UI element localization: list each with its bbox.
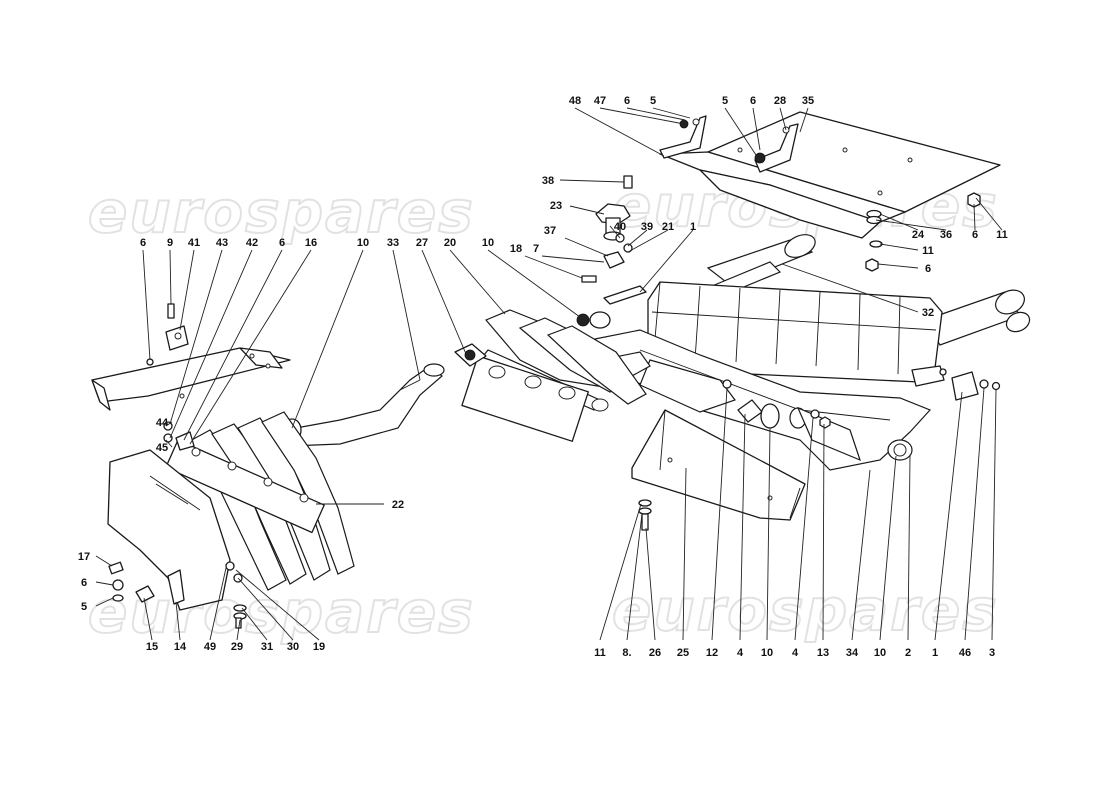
- manifold-20: [461, 309, 651, 442]
- callout-22: 22: [392, 499, 404, 511]
- manifold-22: [165, 411, 355, 591]
- callout-10: 10: [482, 237, 494, 249]
- bracket-47: [659, 115, 707, 159]
- callout-5: 5: [650, 95, 656, 107]
- callout-5: 5: [722, 95, 728, 107]
- callout-1: 1: [932, 647, 938, 659]
- callout-17: 17: [78, 551, 90, 563]
- rubber-mount-23: [581, 175, 633, 283]
- callout-20: 20: [444, 237, 456, 249]
- callout-8: 8.: [622, 647, 631, 659]
- callout-36: 36: [940, 229, 952, 241]
- callout-10: 10: [357, 237, 369, 249]
- callout-49: 49: [204, 641, 216, 653]
- callout-45: 45: [156, 442, 168, 454]
- callout-24: 24: [912, 229, 925, 241]
- hanger-bracket-1: [603, 285, 647, 305]
- tailpipe-right-32: [924, 289, 1031, 346]
- callout-18: 18: [510, 243, 522, 255]
- callout-46: 46: [959, 647, 971, 659]
- callout-38: 38: [542, 175, 554, 187]
- intermediate-pipe: [639, 359, 861, 462]
- callout-4: 4: [737, 647, 744, 659]
- callout-6: 6: [140, 237, 146, 249]
- callout-48: 48: [569, 95, 581, 107]
- callout-10: 10: [874, 647, 886, 659]
- callout-25: 25: [677, 647, 689, 659]
- callout-31: 31: [261, 641, 273, 653]
- callout-35: 35: [802, 95, 814, 107]
- callout-41: 41: [188, 237, 200, 249]
- pipe-33: [284, 363, 445, 447]
- heat-shield-35: [659, 111, 1001, 239]
- watermark-top-left: eurospares: [88, 178, 475, 246]
- callout-16: 16: [305, 237, 317, 249]
- callout-28: 28: [774, 95, 786, 107]
- callout-6: 6: [750, 95, 756, 107]
- callout-19: 19: [313, 641, 325, 653]
- callout-6: 6: [925, 263, 931, 275]
- callout-27: 27: [416, 237, 428, 249]
- callout-26: 26: [649, 647, 661, 659]
- callout-9: 9: [167, 237, 173, 249]
- hardware-shield-right: [865, 192, 981, 272]
- callout-33: 33: [387, 237, 399, 249]
- callout-32: 32: [922, 307, 934, 319]
- callout-6: 6: [624, 95, 630, 107]
- callout-12: 12: [706, 647, 718, 659]
- callout-labels: 48 47 6 5 5 6 28 35 38 23 40 39 21 1 37 …: [78, 95, 1008, 659]
- callout-7: 7: [533, 243, 539, 255]
- callout-47: 47: [594, 95, 606, 107]
- callout-30: 30: [287, 641, 299, 653]
- heat-shield-25: [631, 409, 806, 521]
- callout-43: 43: [216, 237, 228, 249]
- callout-3: 3: [989, 647, 995, 659]
- callout-39: 39: [641, 221, 653, 233]
- leader-lines: [95, 107, 1003, 641]
- callout-15: 15: [146, 641, 158, 653]
- callout-4: 4: [792, 647, 799, 659]
- callout-29: 29: [231, 641, 243, 653]
- callout-42: 42: [246, 237, 258, 249]
- callout-44: 44: [156, 417, 169, 429]
- callout-2: 2: [905, 647, 911, 659]
- callout-10: 10: [761, 647, 773, 659]
- manifold-shield-plate: [107, 449, 231, 611]
- callout-13: 13: [817, 647, 829, 659]
- callout-23: 23: [550, 200, 562, 212]
- callout-34: 34: [846, 647, 859, 659]
- callout-6: 6: [279, 237, 285, 249]
- callout-11: 11: [996, 229, 1008, 241]
- bracket-28: [754, 123, 799, 173]
- watermark-bottom-right: eurospares: [612, 576, 999, 644]
- callout-14: 14: [174, 641, 187, 653]
- callout-1: 1: [690, 221, 696, 233]
- left-heat-shield: [91, 303, 291, 411]
- callout-6: 6: [81, 577, 87, 589]
- gasket-27: [454, 343, 487, 367]
- callout-5: 5: [81, 601, 87, 613]
- callout-6: 6: [972, 229, 978, 241]
- callout-11: 11: [922, 245, 934, 257]
- callout-11: 11: [594, 647, 606, 659]
- callout-21: 21: [662, 221, 674, 233]
- bracket-46: [951, 371, 1001, 401]
- callout-40: 40: [614, 221, 626, 233]
- callout-37: 37: [544, 225, 556, 237]
- hardware-left: [108, 421, 247, 629]
